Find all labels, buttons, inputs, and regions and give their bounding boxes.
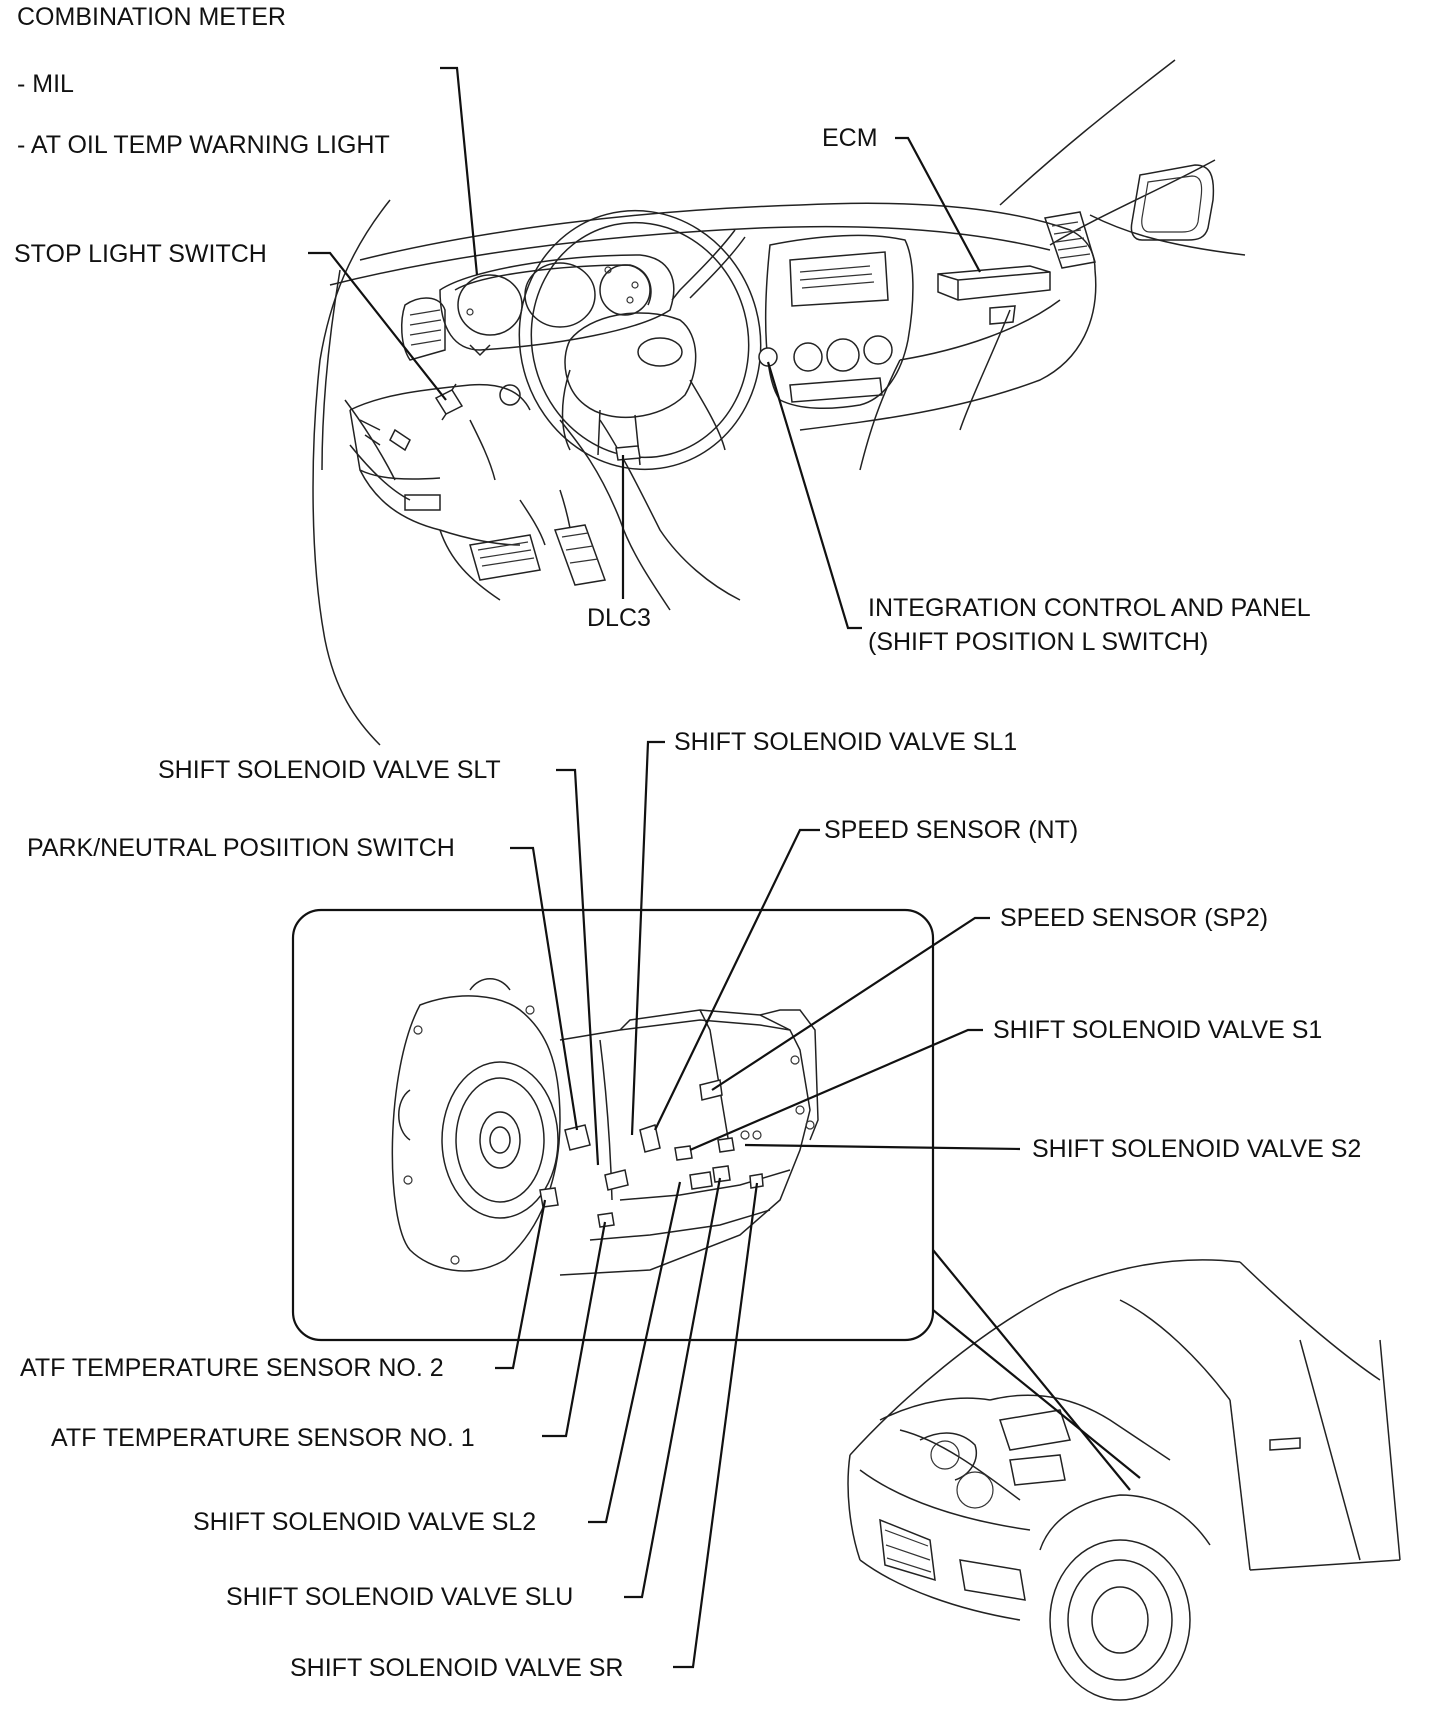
combination-meter-label: COMBINATION METER <box>17 3 286 31</box>
dashboard-illustration <box>312 59 1246 746</box>
speed-sensor-nt-label: SPEED SENSOR (NT) <box>824 816 1078 844</box>
integration-control-panel-label: INTEGRATION CONTROL AND PANEL <box>868 594 1311 622</box>
shift-position-l-switch-label: (SHIFT POSITION L SWITCH) <box>868 628 1208 656</box>
shift-solenoid-valve-slt-label: SHIFT SOLENOID VALVE SLT <box>158 756 501 784</box>
park-neutral-position-switch-label: PARK/NEUTRAL POSIITION SWITCH <box>27 834 455 862</box>
dlc3-label: DLC3 <box>587 604 651 632</box>
truck-illustration <box>847 1259 1401 1701</box>
atf-temperature-sensor-2-label: ATF TEMPERATURE SENSOR NO. 2 <box>20 1354 444 1382</box>
inset-pointer-line-1 <box>932 1249 1131 1491</box>
stop-light-switch-label: STOP LIGHT SWITCH <box>14 240 267 268</box>
shift-solenoid-valve-sl2-label: SHIFT SOLENOID VALVE SL2 <box>193 1508 536 1536</box>
shift-solenoid-valve-s2-label: SHIFT SOLENOID VALVE S2 <box>1032 1135 1361 1163</box>
transmission-inset <box>291 908 935 1342</box>
atf-temperature-sensor-1-label: ATF TEMPERATURE SENSOR NO. 1 <box>51 1424 475 1452</box>
inset-pointer-line-2 <box>932 1309 1141 1479</box>
leader-lines <box>308 66 1021 1669</box>
ecm-label: ECM <box>822 124 878 152</box>
shift-solenoid-valve-sr-label: SHIFT SOLENOID VALVE SR <box>290 1654 623 1682</box>
shift-solenoid-valve-sl1-label: SHIFT SOLENOID VALVE SL1 <box>674 728 1017 756</box>
at-oil-temp-warning-light-label: - AT OIL TEMP WARNING LIGHT <box>17 131 390 159</box>
mil-label: - MIL <box>17 70 74 98</box>
speed-sensor-sp2-label: SPEED SENSOR (SP2) <box>1000 904 1268 932</box>
shift-solenoid-valve-slu-label: SHIFT SOLENOID VALVE SLU <box>226 1583 573 1611</box>
shift-solenoid-valve-s1-label: SHIFT SOLENOID VALVE S1 <box>993 1016 1322 1044</box>
